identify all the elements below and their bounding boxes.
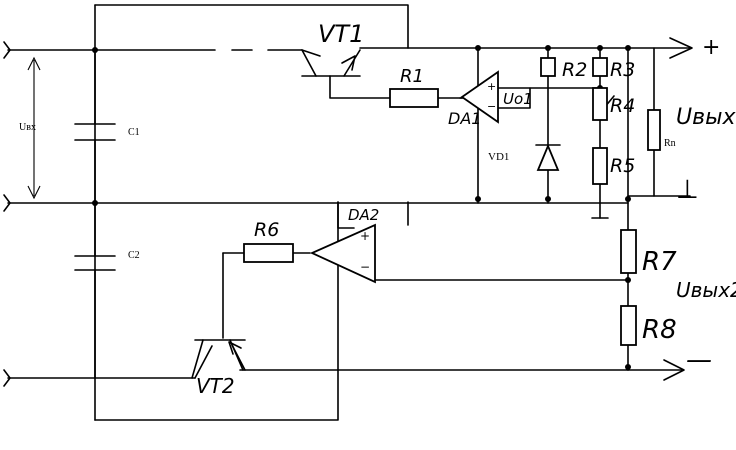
resistor-r8 — [620, 305, 637, 346]
resistor-r1 — [389, 88, 439, 108]
transistor-vt2 — [191, 339, 246, 379]
label-vt1: VT1 — [318, 20, 364, 48]
label-r1: R1 — [400, 66, 424, 87]
transistor-vt1 — [301, 49, 361, 77]
da2-plus-pin: + — [360, 229, 370, 243]
label-uvyx2: Uвых2 — [676, 278, 736, 302]
label-rn: Rn — [664, 138, 676, 149]
label-da1: DA1 — [448, 109, 481, 128]
label-da2: DA2 — [348, 206, 379, 224]
resistor-rn — [647, 109, 661, 151]
label-uvyx: Uвых — [676, 105, 736, 130]
resistor-r4 — [592, 87, 608, 121]
label-r5: R5 — [610, 155, 635, 177]
label-minus: — — [686, 345, 712, 375]
label-r7: R7 — [642, 247, 677, 277]
capacitor-c1 — [74, 49, 116, 204]
labels: VT1 R1 DA1 Uo1 R2 R3 R4 R5 Rn VD1 DA2 R6… — [19, 20, 736, 398]
resistor-r2 — [540, 57, 556, 77]
opamp-da2: + − — [309, 223, 376, 284]
label-plus: + — [702, 35, 720, 60]
label-vd1: VD1 — [488, 151, 509, 163]
resistor-r6 — [243, 243, 294, 263]
resistor-r7 — [620, 229, 637, 274]
resistor-r3 — [592, 57, 608, 77]
label-r2: R2 — [562, 59, 587, 81]
label-r4: R4 — [610, 95, 635, 117]
label-r8: R8 — [642, 315, 677, 345]
label-vt2: VT2 — [196, 374, 235, 398]
opamp-da1: + − — [460, 70, 499, 124]
label-r3: R3 — [610, 59, 635, 81]
label-ground: ⊥ — [676, 175, 699, 205]
label-c2: C2 — [128, 250, 140, 261]
resistor-r5 — [592, 147, 608, 185]
da1-minus-pin: − — [487, 100, 496, 113]
label-c1: C1 — [128, 127, 140, 138]
da1-plus-pin: + — [487, 80, 496, 93]
da2-minus-pin: − — [360, 260, 370, 274]
label-uvx: Uвх — [19, 122, 36, 133]
capacitor-c2 — [74, 202, 116, 379]
label-r6: R6 — [254, 219, 279, 241]
diode-vd1 — [535, 143, 561, 171]
label-uo1: Uo1 — [503, 90, 533, 108]
